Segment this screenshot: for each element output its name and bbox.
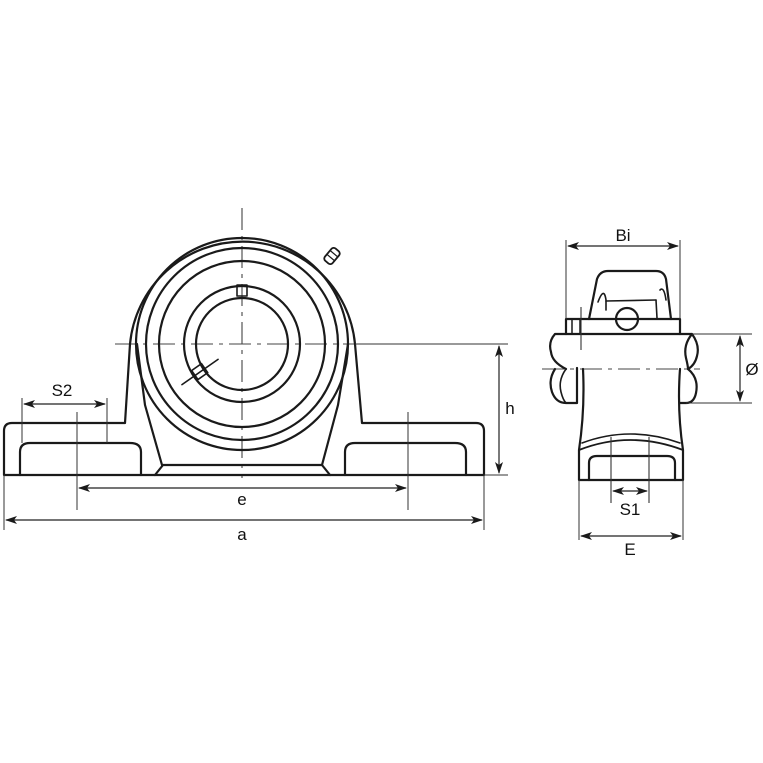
label-s2: S2 (52, 381, 73, 400)
label-E: E (624, 540, 635, 559)
housing-outline (2, 240, 486, 477)
outer-ring (134, 236, 350, 452)
housing-cap (587, 269, 673, 321)
side-foot-recess (587, 454, 677, 482)
inner-ring-flange (564, 317, 682, 336)
pedestal-right (320, 342, 350, 467)
grease-nipple-icon (323, 246, 341, 266)
label-s1: S1 (620, 500, 641, 519)
ring-2 (144, 246, 340, 442)
inner-ring (182, 284, 302, 404)
right-foot-recess (343, 441, 468, 477)
label-diameter: Ø (745, 360, 758, 379)
set-screw-diagonal (181, 358, 219, 386)
set-screw-top (236, 284, 248, 297)
side-view: Bi Ø S1 E (542, 226, 759, 559)
bore (194, 296, 290, 392)
shaft (549, 332, 579, 405)
front-view: S2 e a h (2, 208, 515, 544)
base-center-relief (153, 463, 332, 477)
left-foot-recess (18, 441, 143, 477)
label-h: h (505, 399, 514, 418)
pedestal-left (135, 342, 164, 467)
ring-3 (157, 259, 327, 429)
label-e: e (237, 490, 246, 509)
label-a: a (237, 525, 247, 544)
label-bi: Bi (615, 226, 630, 245)
housing-body (577, 367, 685, 482)
